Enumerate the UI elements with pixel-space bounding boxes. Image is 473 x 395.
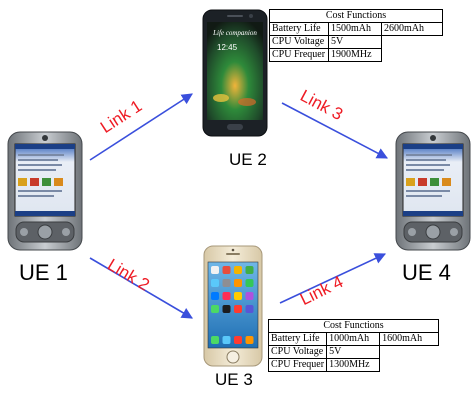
ue2-label: UE 2: [229, 150, 267, 169]
app-icon: [245, 279, 254, 287]
app-icon: [222, 266, 231, 274]
ue2-screen-text: Life companion: [212, 29, 257, 37]
row-name: CPU Frequer: [269, 48, 329, 62]
dock-app-icon: [211, 336, 219, 344]
table-row: CPU Frequer 1900MHz: [269, 48, 443, 62]
dock-app-icon: [245, 336, 254, 344]
app-icon: [234, 305, 242, 313]
table-row: CPU Frequer 1300MHz: [267, 358, 439, 372]
row-value: 1500mAh: [328, 22, 382, 36]
row-value: 1300MHz: [326, 358, 381, 372]
link-3-arrow: [281, 102, 388, 159]
ue4-pda-device: [395, 131, 471, 251]
row-value: 1600mAh: [379, 332, 440, 346]
ue3-iphone-device: [203, 245, 263, 367]
app-icon: [222, 279, 231, 287]
link-4-arrow: [279, 253, 387, 304]
table-title: Cost Functions: [269, 9, 443, 23]
link-1-arrow: [89, 93, 193, 161]
app-icon: [245, 266, 254, 274]
row-value: 1000mAh: [326, 332, 381, 346]
app-icon: [234, 279, 242, 287]
row-value: 5V: [328, 35, 382, 49]
ue1-pda-device: [7, 131, 83, 251]
row-value: 5V: [326, 345, 381, 359]
dock-app-icon: [234, 336, 242, 344]
app-icon: [222, 292, 231, 300]
table-row: Battery Life 1500mAh 2600mAh: [269, 22, 443, 36]
app-icon: [211, 279, 219, 287]
app-icon: [211, 266, 219, 274]
ue3-cost-table: Cost Functions Battery Life 1000mAh 1600…: [267, 319, 440, 372]
row-name: CPU Voltage: [269, 35, 329, 49]
ue2-smartphone-device: Life companion 12:45: [202, 9, 268, 137]
table-header-row: Cost Functions: [269, 9, 443, 23]
table-row: CPU Voltage 5V: [269, 35, 443, 49]
ue4-label: UE 4: [402, 260, 451, 285]
app-icon: [245, 305, 254, 313]
app-icon: [222, 305, 231, 313]
table-row: Battery Life 1000mAh 1600mAh: [267, 332, 440, 346]
link-2-arrow: [89, 257, 193, 319]
row-name: CPU Frequer: [267, 358, 328, 372]
row-value: 2600mAh: [381, 22, 443, 36]
table-row: CPU Voltage 5V: [267, 345, 439, 359]
row-value: 1900MHz: [328, 48, 382, 62]
ue2-cost-table: Cost Functions Battery Life 1500mAh 2600…: [269, 9, 443, 62]
ue3-label: UE 3: [215, 370, 253, 389]
dock-app-icon: [222, 336, 231, 344]
app-icon: [245, 292, 254, 300]
ue1-label: UE 1: [19, 260, 68, 285]
row-name: CPU Voltage: [267, 345, 328, 359]
app-icon: [211, 292, 219, 300]
app-icon: [211, 305, 219, 313]
app-icon: [234, 292, 242, 300]
row-name: Battery Life: [269, 22, 329, 36]
table-header-row: Cost Functions: [267, 319, 440, 333]
ue2-screen-time: 12:45: [217, 43, 238, 52]
app-icon: [234, 266, 242, 274]
table-title: Cost Functions: [267, 319, 440, 333]
row-name: Battery Life: [267, 332, 328, 346]
